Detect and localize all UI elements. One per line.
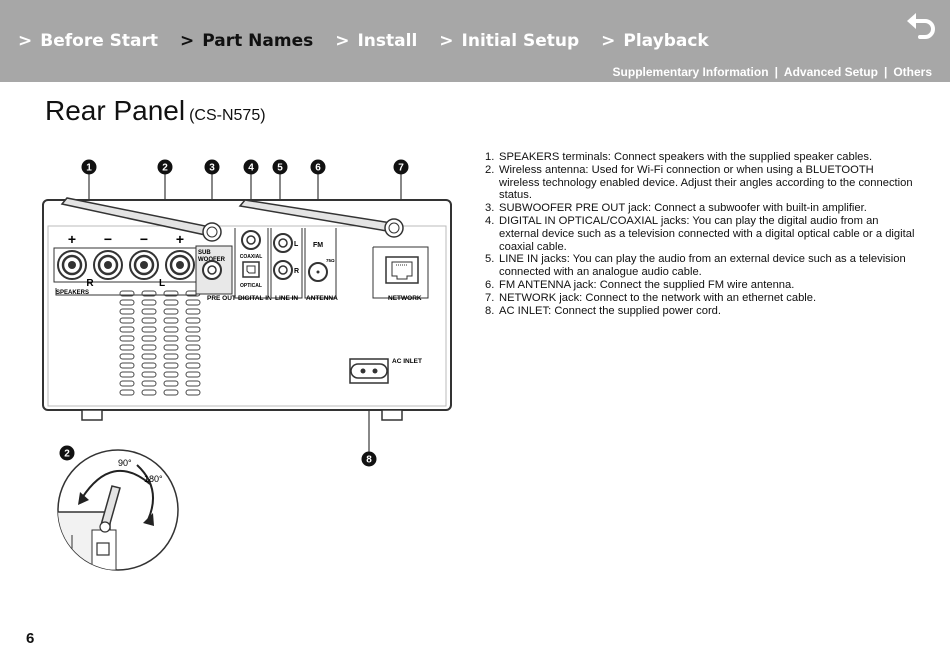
nav-part-names[interactable]: >Part Names bbox=[180, 31, 314, 51]
ohm-label: 75Ω bbox=[326, 258, 335, 263]
list-item: 3.SUBWOOFER PRE OUT jack: Connect a subw… bbox=[485, 202, 867, 215]
callout-7: 7 bbox=[393, 159, 409, 175]
line-in-r-label: R bbox=[294, 268, 299, 275]
callout-5: 5 bbox=[272, 159, 288, 175]
ac-inlet-section: AC INLET bbox=[349, 358, 422, 384]
subwoofer-pre-out-section: SUB WOOFER PRE OUT bbox=[195, 245, 236, 302]
svg-text:2: 2 bbox=[64, 449, 70, 460]
back-arrow-icon[interactable] bbox=[906, 12, 938, 40]
pre-out-label: PRE OUT bbox=[207, 295, 236, 302]
speaker-l-label: L bbox=[159, 278, 165, 289]
speaker-r-label: R bbox=[86, 278, 94, 289]
nav-install[interactable]: >Install bbox=[335, 31, 418, 51]
network-section: NETWORK bbox=[372, 246, 429, 302]
svg-text:5: 5 bbox=[277, 163, 283, 174]
line-in-l-jack[interactable] bbox=[273, 233, 293, 253]
list-item: 5.LINE IN jacks: You can play the audio … bbox=[485, 253, 906, 279]
link-others[interactable]: Others bbox=[893, 65, 932, 79]
speaker-plus-l-label: + bbox=[176, 231, 184, 247]
svg-text:7: 7 bbox=[398, 163, 404, 174]
angle-90-label: 90° bbox=[118, 458, 132, 468]
list-item: 6.FM ANTENNA jack: Connect the supplied … bbox=[485, 278, 795, 291]
antenna-label: ANTENNA bbox=[306, 295, 338, 302]
speaker-terminal-r-minus[interactable] bbox=[93, 250, 123, 280]
link-advanced-setup[interactable]: Advanced Setup bbox=[783, 65, 878, 79]
digital-optical-jack[interactable] bbox=[242, 261, 260, 278]
fm-antenna-section: FM 75Ω ANTENNA bbox=[304, 228, 338, 302]
ac-inlet-socket[interactable] bbox=[349, 358, 389, 384]
callout-6: 6 bbox=[310, 159, 326, 175]
subnav-separator: | bbox=[883, 65, 888, 79]
list-item: 1.SPEAKERS terminals: Connect speakers w… bbox=[485, 151, 873, 163]
page-title: Rear Panel(CS-N575) bbox=[45, 95, 266, 127]
link-supplementary-information[interactable]: Supplementary Information bbox=[612, 65, 769, 79]
wireless-antenna-right[interactable] bbox=[238, 199, 404, 238]
network-label: NETWORK bbox=[388, 295, 422, 302]
digital-in-section: COAXIAL OPTICAL DIGITAL IN bbox=[234, 228, 272, 302]
network-jack[interactable] bbox=[385, 256, 419, 284]
top-navigation-bar: >Before Start >Part Names >Install >Init… bbox=[0, 0, 950, 82]
ac-inlet-label: AC INLET bbox=[392, 358, 422, 365]
nav-before-start[interactable]: >Before Start bbox=[18, 31, 158, 51]
chassis-foot-left bbox=[81, 409, 103, 421]
main-nav: >Before Start >Part Names >Install >Init… bbox=[18, 31, 709, 51]
svg-text:3: 3 bbox=[209, 163, 215, 174]
chassis-inner-frame bbox=[47, 225, 447, 407]
speaker-minus-l-label: − bbox=[140, 231, 148, 247]
sub-navigation: Supplementary Information | Advanced Set… bbox=[613, 65, 932, 79]
svg-text:6: 6 bbox=[315, 163, 321, 174]
svg-text:4: 4 bbox=[248, 163, 254, 174]
speaker-plus-r-label: + bbox=[68, 231, 76, 247]
list-item: 4.DIGITAL IN OPTICAL/COAXIAL jacks: You … bbox=[485, 214, 915, 253]
chassis-foot-right bbox=[381, 409, 403, 421]
antenna-angle-detail: 90° 180° bbox=[57, 449, 179, 571]
callout-badges: 1 2 3 4 5 6 7 8 2 bbox=[59, 159, 409, 467]
wireless-antenna-left[interactable] bbox=[60, 197, 222, 242]
coaxial-label: COAXIAL bbox=[240, 254, 263, 260]
callout-3: 3 bbox=[204, 159, 220, 175]
speaker-terminal-l-minus[interactable] bbox=[129, 250, 159, 280]
fm-label: FM bbox=[313, 242, 323, 249]
subwoofer-pre-out-jack[interactable] bbox=[202, 260, 222, 280]
page-title-text: Rear Panel bbox=[45, 95, 186, 126]
speaker-terminal-l-plus[interactable] bbox=[165, 250, 195, 280]
part-descriptions-list: 1.SPEAKERS terminals: Connect speakers w… bbox=[485, 151, 915, 317]
line-in-label: LINE IN bbox=[275, 295, 298, 302]
list-item: 2.Wireless antenna: Used for Wi-Fi conne… bbox=[485, 163, 913, 202]
svg-text:2: 2 bbox=[162, 163, 168, 174]
fm-antenna-jack[interactable] bbox=[308, 262, 328, 282]
speaker-terminal-r-plus[interactable] bbox=[57, 250, 87, 280]
digital-coaxial-jack[interactable] bbox=[241, 230, 261, 250]
speaker-terminals: + − − + R L SPEAKERS bbox=[53, 231, 199, 296]
callout-2-detail: 2 bbox=[59, 445, 75, 461]
svg-text:1: 1 bbox=[86, 163, 92, 174]
list-item: 8.AC INLET: Connect the supplied power c… bbox=[485, 304, 722, 317]
callout-1: 1 bbox=[81, 159, 97, 175]
line-in-l-label: L bbox=[294, 241, 299, 248]
model-number: (CS-N575) bbox=[189, 107, 266, 124]
line-in-r-jack[interactable] bbox=[273, 260, 293, 280]
nav-initial-setup[interactable]: >Initial Setup bbox=[439, 31, 580, 51]
line-in-section: L R LINE IN bbox=[270, 228, 303, 302]
angle-180-label: 180° bbox=[144, 474, 163, 484]
svg-text:8: 8 bbox=[366, 455, 372, 466]
woofer-label: WOOFER bbox=[198, 257, 226, 263]
speakers-label: SPEAKERS bbox=[56, 290, 89, 296]
nav-playback[interactable]: >Playback bbox=[601, 31, 709, 51]
digital-in-label: DIGITAL IN bbox=[238, 295, 272, 302]
page-number: 6 bbox=[26, 630, 35, 647]
callout-4: 4 bbox=[243, 159, 259, 175]
speaker-minus-r-label: − bbox=[104, 231, 112, 247]
callout-8: 8 bbox=[361, 451, 377, 467]
list-item: 7.NETWORK jack: Connect to the network w… bbox=[485, 291, 817, 304]
optical-label: OPTICAL bbox=[240, 283, 262, 289]
subnav-separator: | bbox=[774, 65, 778, 79]
callout-2: 2 bbox=[157, 159, 173, 175]
sub-label: SUB bbox=[198, 250, 211, 256]
